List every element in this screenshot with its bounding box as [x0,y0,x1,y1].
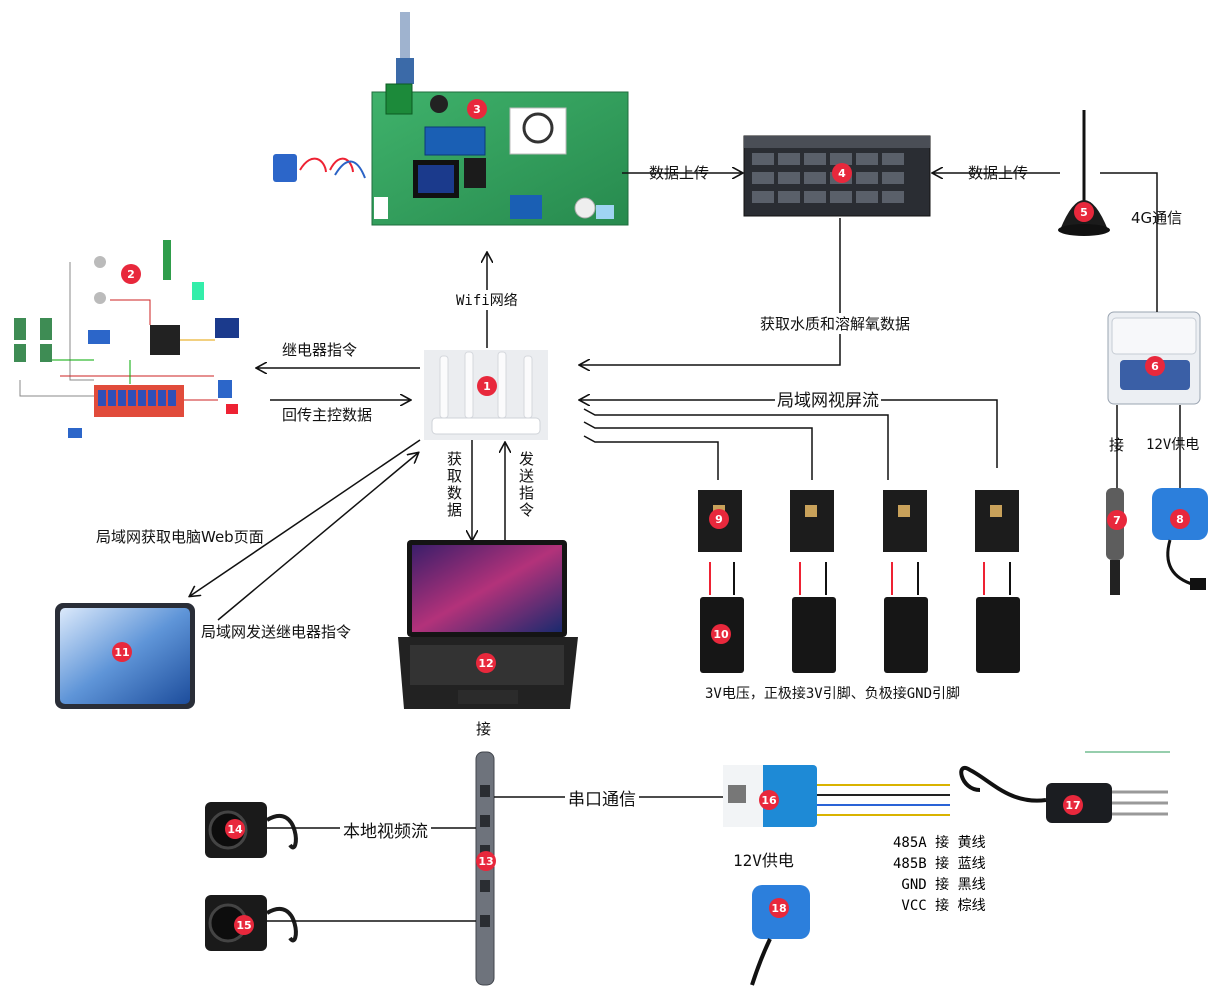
antenna-icon [1058,110,1110,236]
badge-5: 5 [1080,206,1088,219]
laptop-icon [398,540,578,709]
wifi-router-icon [424,350,548,440]
battery-box-icon [700,562,1020,673]
camera-module-icon [698,490,1019,552]
badge-13: 13 [478,855,493,868]
label-local-video: 本地视频流 [340,817,431,842]
badge-12: 12 [478,657,493,670]
label-connect-top: 接 [1109,436,1125,454]
label-4g: 4G通信 [1131,209,1183,227]
badge-17: 17 [1065,799,1080,812]
label-connect-bottom: 接 [476,720,492,738]
label-upload-left: 数据上传 [649,164,710,182]
badge-7: 7 [1113,514,1121,527]
label-voltage-note: 3V电压，正极接3V引脚、负极接GND引脚 [705,686,961,702]
label-12v-top: 12V供电 [1146,437,1200,453]
label-serial: 串口通信 [565,785,639,810]
wiring-vcc: VCC 接 棕线 [901,898,986,914]
badge-3: 3 [473,103,481,116]
wiring-485b: 485B 接 蓝线 [893,856,986,872]
wiring-gnd: GND 接 黑线 [901,877,986,893]
label-lan-video: 局域网视屏流 [775,386,881,411]
server-rack-icon [743,135,931,217]
label-12v-bottom: 12V供电 [733,851,794,870]
badge-10: 10 [713,628,729,641]
label-get-water-data: 获取水质和溶解氧数据 [760,313,911,334]
connectors [190,173,1181,922]
battery-pack-icon [273,154,366,182]
label-relay-command: 继电器指令 [282,341,358,359]
label-return-data: 回传主控数据 [282,406,373,424]
probe-icon [1106,488,1124,595]
badge-4: 4 [838,167,846,180]
node-badges: 1 2 3 4 5 6 7 8 9 10 11 12 13 14 15 16 1… [112,99,1190,935]
wiring-notes: 485A 接 黄线 485B 接 蓝线 GND 接 黑线 VCC 接 棕线 [893,833,986,917]
label-send-command: 发送指令 [516,451,537,519]
badge-11: 11 [114,646,129,659]
badge-18: 18 [771,902,786,915]
label-lan-relay: 局域网发送继电器指令 [201,623,352,641]
badge-16: 16 [761,794,777,807]
badge-8: 8 [1176,513,1184,526]
label-upload-right: 数据上传 [968,164,1029,182]
badge-6: 6 [1151,360,1159,373]
badge-14: 14 [227,823,243,836]
rs485-wires [817,784,950,816]
wiring-485a: 485A 接 黄线 [893,835,986,851]
battery-icon [1152,488,1208,590]
badge-9: 9 [715,513,723,526]
badge-1: 1 [483,380,491,393]
relay-board-icon [14,240,239,438]
label-wifi: Wifi网络 [456,290,518,310]
badge-15: 15 [236,919,251,932]
soil-sensor-icon [959,751,1170,823]
label-get-data: 获取数据 [444,451,465,519]
main-control-board-icon [371,12,629,226]
label-lan-web: 局域网获取电脑Web页面 [96,528,264,546]
badge-2: 2 [127,268,135,281]
